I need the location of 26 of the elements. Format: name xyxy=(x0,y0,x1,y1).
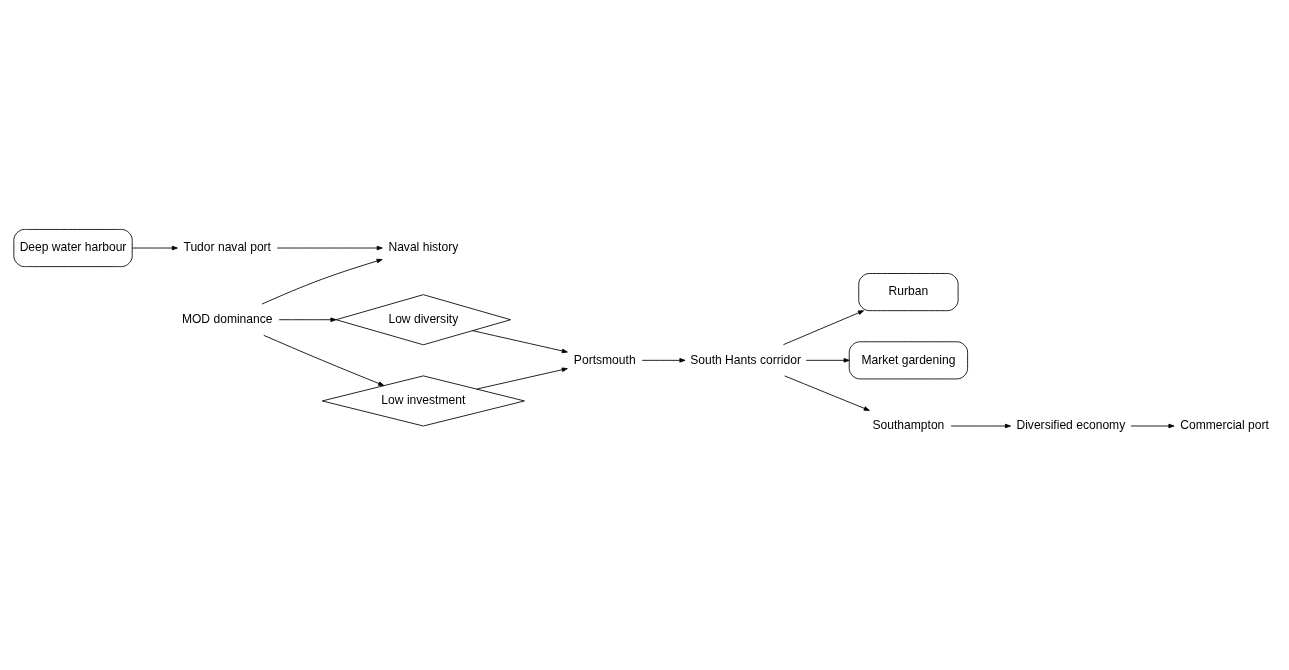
node-diamond: Low diversity xyxy=(335,293,511,345)
node-text: Naval history xyxy=(388,239,459,254)
arrow xyxy=(476,367,568,389)
arrow xyxy=(278,317,337,322)
arrow xyxy=(263,334,385,386)
arrow xyxy=(276,245,383,250)
arrow xyxy=(950,423,1011,428)
node-text: Portsmouth xyxy=(573,352,636,367)
node-box: Deep water harbour xyxy=(13,228,133,267)
node-box: Market gardening xyxy=(848,340,969,379)
node-text: Commercial port xyxy=(1180,417,1269,432)
arrow xyxy=(783,309,865,345)
arrow xyxy=(1130,423,1175,428)
arrow xyxy=(131,245,178,250)
node-text: MOD dominance xyxy=(181,311,273,326)
arrow xyxy=(261,258,383,305)
arrow xyxy=(805,357,850,363)
arrow xyxy=(472,329,568,353)
node-text: South Hants corridor xyxy=(690,352,801,367)
arrow xyxy=(784,374,870,411)
arrow xyxy=(641,357,686,363)
node-text: Southampton xyxy=(872,417,945,432)
node-text: Diversified economy xyxy=(1016,417,1126,432)
node-box: Rurban xyxy=(858,272,959,311)
node-diamond: Low investment xyxy=(321,374,525,426)
node-text: Tudor naval port xyxy=(183,239,271,254)
